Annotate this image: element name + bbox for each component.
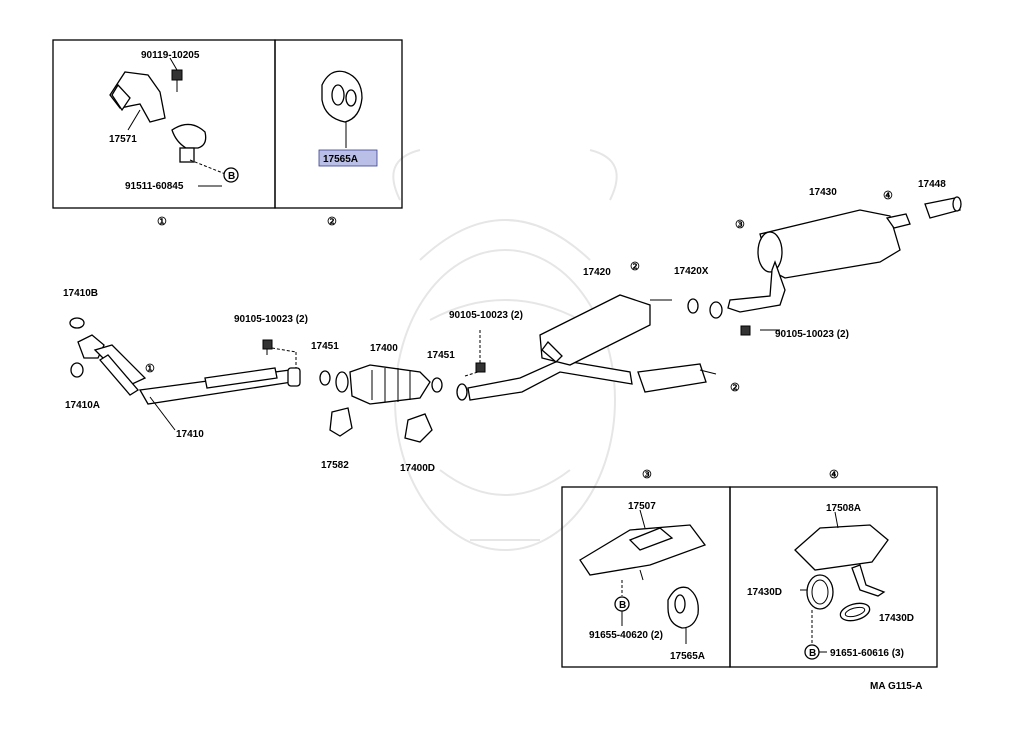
callout-3-tail: ③	[735, 219, 745, 231]
label-17400D: 17400D	[400, 463, 435, 474]
bolt-mid	[464, 330, 486, 377]
catalytic-converter-17400	[319, 364, 443, 443]
label-90119-10205: 90119-10205	[141, 50, 200, 61]
label-17410A: 17410A	[65, 400, 100, 411]
label-17430D-right: 17430D	[879, 613, 914, 624]
b-mark-inset3: B	[619, 600, 626, 611]
label-91655-40620: 91655-40620 (2)	[589, 630, 663, 641]
label-17451-left: 17451	[311, 341, 339, 352]
label-17448: 17448	[918, 179, 946, 190]
label-17410: 17410	[176, 429, 204, 440]
label-17508A: 17508A	[826, 503, 861, 514]
highlight-17565A	[318, 149, 378, 167]
inset-box-4	[729, 486, 938, 668]
label-17565A-top: 17565A	[323, 154, 358, 165]
callout-2-inset: ②	[327, 216, 337, 228]
figure-code: MA G115-A	[870, 681, 922, 692]
label-17507: 17507	[628, 501, 656, 512]
tail-pipe-17430	[709, 196, 962, 336]
front-pipe-17410	[69, 317, 301, 431]
callout-1-inset: ①	[157, 216, 167, 228]
label-17430D-left: 17430D	[747, 587, 782, 598]
callout-4-tail: ④	[883, 190, 893, 202]
callout-1-pipe: ①	[145, 363, 155, 375]
callout-3-inset: ③	[642, 469, 652, 481]
label-90105-mid: 90105-10023 (2)	[449, 310, 523, 321]
label-17430: 17430	[809, 187, 837, 198]
callout-2-upper: ②	[630, 261, 640, 273]
gasket-17420X	[687, 298, 699, 314]
label-90105-right: 90105-10023 (2)	[775, 329, 849, 340]
label-17571: 17571	[109, 134, 137, 145]
bolt-left	[262, 339, 297, 368]
label-17400: 17400	[370, 343, 398, 354]
label-17582: 17582	[321, 460, 349, 471]
label-91511-60845: 91511-60845	[125, 181, 184, 192]
center-pipe-17420	[456, 294, 717, 401]
inset-box-2	[274, 39, 403, 209]
label-17420X: 17420X	[674, 266, 709, 277]
label-17565A-bottom: 17565A	[670, 651, 705, 662]
callout-4-inset: ④	[829, 469, 839, 481]
b-mark-inset4: B	[809, 648, 816, 659]
label-17451-right: 17451	[427, 350, 455, 361]
callout-2-lower: ②	[730, 382, 740, 394]
label-90105-left: 90105-10023 (2)	[234, 314, 308, 325]
label-17420: 17420	[583, 267, 611, 278]
label-17410B: 17410B	[63, 288, 98, 299]
label-91651-60616: 91651-60616 (3)	[830, 648, 904, 659]
b-mark-inset1: B	[228, 171, 235, 182]
